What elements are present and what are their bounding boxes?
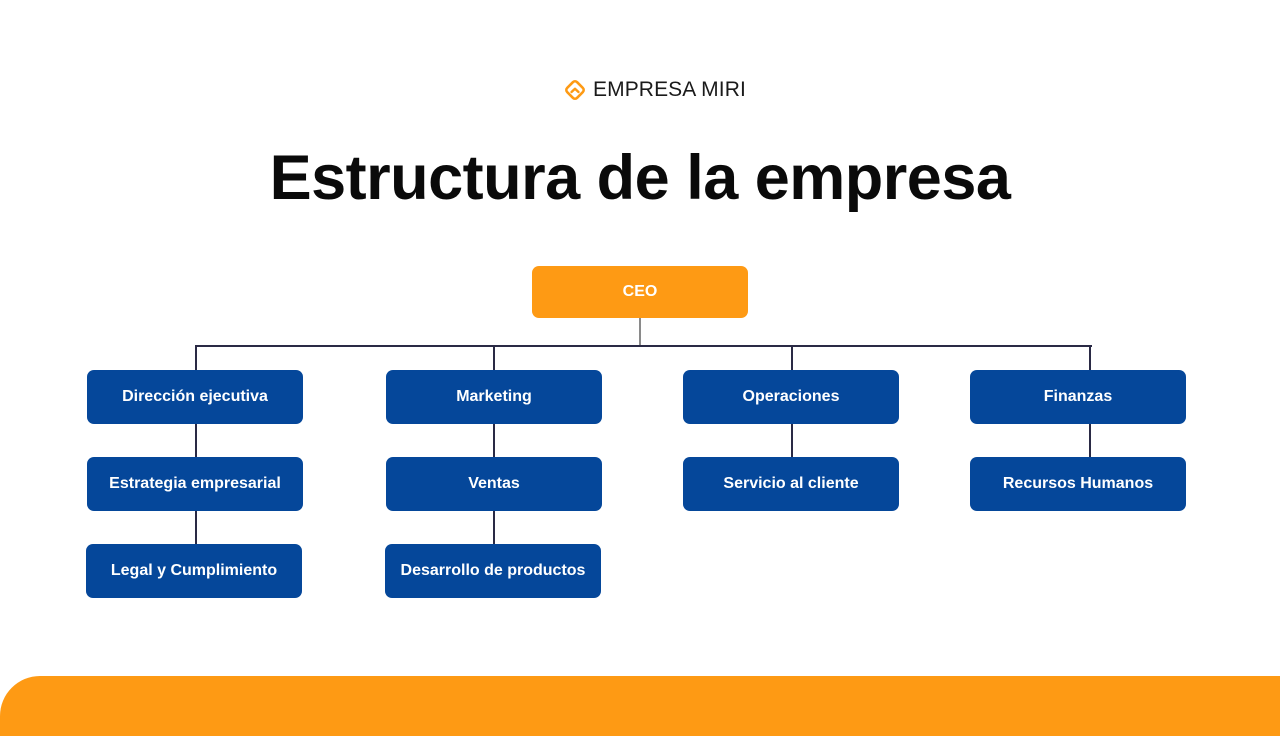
connector-col2-head — [493, 345, 495, 371]
connector-col2-b — [493, 511, 495, 545]
node-servicio-cliente: Servicio al cliente — [683, 457, 899, 511]
connector-col1-head — [195, 345, 197, 371]
node-finanzas: Finanzas — [970, 370, 1186, 424]
connector-col4-a — [1089, 424, 1091, 458]
footer-accent-bar — [0, 676, 1280, 736]
connector-col1-b — [195, 511, 197, 545]
connector-col3-head — [791, 345, 793, 371]
node-ventas: Ventas — [386, 457, 602, 511]
node-legal-cumplimiento: Legal y Cumplimiento — [86, 544, 302, 598]
node-ceo: CEO — [532, 266, 748, 318]
node-operaciones: Operaciones — [683, 370, 899, 424]
connector-ceo-down — [639, 318, 641, 346]
connector-col2-a — [493, 424, 495, 458]
node-direccion-ejecutiva: Dirección ejecutiva — [87, 370, 303, 424]
brand-name: EMPRESA MIRI — [593, 78, 746, 101]
diamond-chevron-icon — [565, 80, 585, 100]
page-title: Estructura de la empresa — [269, 143, 1011, 213]
connector-horizontal — [195, 345, 1092, 347]
node-desarrollo-productos: Desarrollo de productos — [385, 544, 601, 598]
brand-logo: EMPRESA MIRI — [563, 77, 746, 103]
node-recursos-humanos: Recursos Humanos — [970, 457, 1186, 511]
connector-col3-a — [791, 424, 793, 458]
connector-col1-a — [195, 424, 197, 458]
node-estrategia-empresarial: Estrategia empresarial — [87, 457, 303, 511]
node-marketing: Marketing — [386, 370, 602, 424]
connector-col4-head — [1089, 345, 1091, 371]
